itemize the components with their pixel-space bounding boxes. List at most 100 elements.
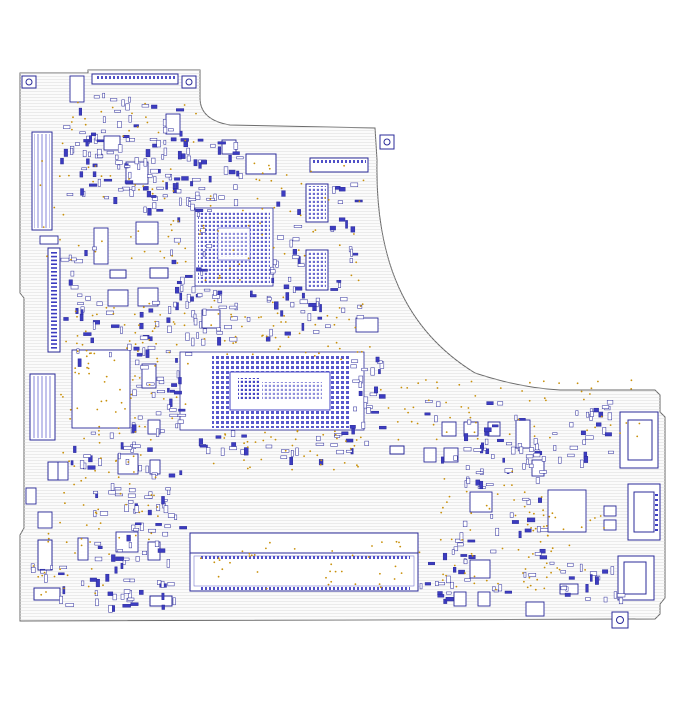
smd-part [77, 293, 83, 297]
test-point [138, 188, 140, 191]
test-point [70, 121, 73, 123]
test-point [105, 306, 108, 309]
smd-part [210, 143, 216, 148]
test-point [111, 106, 114, 109]
smd-part [145, 149, 151, 157]
smd-part [345, 438, 354, 443]
test-point [117, 476, 120, 479]
smd-part [176, 182, 179, 190]
smd-part [124, 504, 129, 512]
test-point [273, 206, 276, 209]
smd-part [484, 431, 490, 436]
test-point [425, 379, 427, 381]
smd-part [224, 325, 232, 330]
test-point [105, 375, 108, 378]
smd-part [114, 493, 123, 497]
test-point [242, 209, 244, 212]
test-point [527, 556, 530, 558]
smd-part [502, 457, 505, 463]
smd-part [353, 406, 357, 412]
test-point [379, 586, 382, 589]
test-point [156, 506, 159, 508]
test-point [125, 503, 127, 506]
test-point [175, 343, 178, 346]
smd-part [122, 604, 131, 608]
smd-part [108, 490, 116, 495]
test-point [235, 341, 237, 344]
smd-part [307, 313, 312, 322]
test-point [148, 302, 151, 305]
test-point [177, 243, 180, 245]
test-point [108, 553, 110, 555]
test-point [219, 276, 222, 279]
test-point [109, 175, 112, 177]
test-point [543, 566, 546, 569]
test-point [234, 335, 237, 338]
smd-part [129, 189, 134, 197]
smd-part [217, 141, 226, 145]
test-point [297, 249, 300, 252]
smd-part [50, 565, 53, 570]
smd-part [190, 181, 194, 187]
test-point [88, 372, 90, 375]
smd-part [560, 586, 567, 591]
smd-part [126, 534, 131, 542]
test-point [154, 320, 157, 323]
test-point [445, 401, 447, 404]
test-point [333, 468, 335, 471]
test-point [446, 501, 448, 503]
test-point [471, 554, 474, 557]
test-point [96, 313, 98, 316]
test-point [170, 229, 173, 232]
smd-part [127, 597, 135, 601]
smd-part [216, 327, 221, 332]
test-point [41, 574, 44, 577]
smd-part [195, 195, 201, 200]
test-point [276, 312, 279, 315]
smd-part [216, 331, 223, 335]
smd-part [134, 157, 139, 165]
test-point [85, 524, 88, 526]
test-point [151, 188, 154, 191]
test-point [356, 351, 359, 353]
smd-part [58, 572, 65, 576]
smd-part [134, 505, 139, 513]
test-point [367, 556, 370, 558]
test-point [299, 214, 302, 217]
test-point [119, 492, 122, 495]
smd-part [140, 365, 149, 370]
smd-part [166, 559, 170, 568]
test-point [134, 417, 136, 419]
smd-part [549, 561, 555, 565]
test-point [100, 175, 103, 178]
smd-part [506, 442, 513, 446]
smd-part [361, 367, 368, 372]
smd-part [586, 411, 590, 418]
smd-part [132, 444, 141, 448]
test-point [310, 170, 312, 173]
test-point [146, 121, 149, 124]
test-point [153, 494, 155, 497]
smd-part [535, 477, 540, 484]
test-point [551, 547, 554, 550]
test-point [45, 591, 47, 593]
smd-part [358, 381, 362, 388]
test-point [250, 554, 253, 557]
test-point [371, 545, 373, 547]
smd-part [292, 249, 297, 255]
smd-part [361, 421, 366, 429]
test-point [217, 313, 220, 315]
test-point [94, 592, 97, 595]
test-point [554, 516, 557, 519]
smd-part [175, 358, 178, 363]
smd-part [128, 96, 131, 103]
smd-part [288, 276, 292, 282]
smd-part [179, 197, 182, 206]
test-point [261, 233, 264, 236]
test-point [357, 465, 359, 468]
test-point [427, 399, 430, 402]
smd-part [206, 447, 211, 455]
smd-part [142, 347, 146, 356]
test-point [136, 126, 139, 128]
test-point [334, 433, 337, 436]
